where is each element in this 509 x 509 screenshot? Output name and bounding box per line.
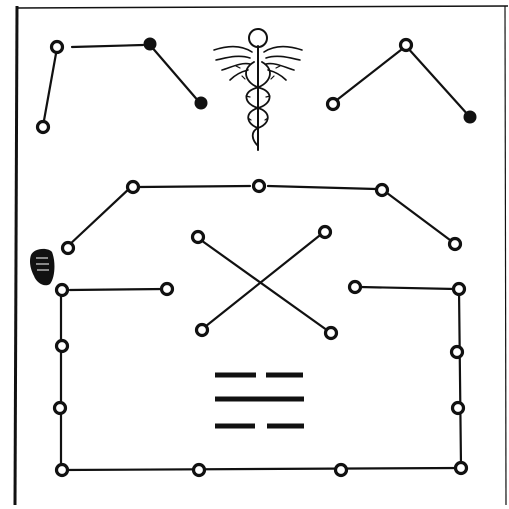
node-frame-l xyxy=(456,463,467,474)
trigram xyxy=(215,375,304,426)
node-frame-i xyxy=(57,465,68,476)
border-left-line xyxy=(15,6,17,505)
node-frame-g xyxy=(55,403,66,414)
edge-trap-3 xyxy=(268,186,376,189)
node-tl-d xyxy=(196,98,207,109)
node-tl-b xyxy=(145,39,156,50)
border-right-line xyxy=(505,6,506,505)
node-frame-k xyxy=(336,465,347,476)
page-border xyxy=(15,6,508,505)
node-cross-d xyxy=(326,328,337,339)
nodes xyxy=(38,39,476,476)
node-cross-c xyxy=(197,325,208,336)
edge-frame-1 xyxy=(70,289,165,290)
edge-tr-1 xyxy=(333,46,406,103)
caduceus-icon xyxy=(214,29,302,150)
caduceus-orb xyxy=(249,29,267,47)
node-frame-d xyxy=(454,284,465,295)
edge-tl-3 xyxy=(150,45,200,103)
edge-trap-1 xyxy=(68,187,131,246)
border-top-line xyxy=(17,6,508,8)
edge-frame-4 xyxy=(459,289,461,466)
node-trap-b xyxy=(254,181,265,192)
edge-frame-3 xyxy=(61,468,461,470)
node-trap-a xyxy=(128,182,139,193)
edge-trap-4 xyxy=(383,190,454,243)
node-tl-a xyxy=(52,42,63,53)
ink-blot-icon xyxy=(30,249,54,285)
edge-frame-5 xyxy=(360,287,455,289)
node-tr-a xyxy=(401,40,412,51)
node-cross-a xyxy=(193,232,204,243)
node-frame-a xyxy=(57,285,68,296)
node-frame-j xyxy=(194,465,205,476)
edge-tl-2 xyxy=(72,45,143,47)
node-frame-c xyxy=(350,282,361,293)
edge-trap-2 xyxy=(139,186,250,187)
node-tr-b xyxy=(328,99,339,110)
edge-tr-2 xyxy=(406,46,469,116)
node-cross-b xyxy=(320,227,331,238)
node-trap-e xyxy=(450,239,461,250)
node-frame-h xyxy=(453,403,464,414)
edge-tl-1 xyxy=(43,48,57,126)
node-trap-d xyxy=(63,243,74,254)
node-frame-f xyxy=(452,347,463,358)
edge-cross-1 xyxy=(198,238,331,333)
node-tl-c xyxy=(38,122,49,133)
node-tr-c xyxy=(465,112,476,123)
node-frame-b xyxy=(162,284,173,295)
node-trap-c xyxy=(377,185,388,196)
node-frame-e xyxy=(57,341,68,352)
